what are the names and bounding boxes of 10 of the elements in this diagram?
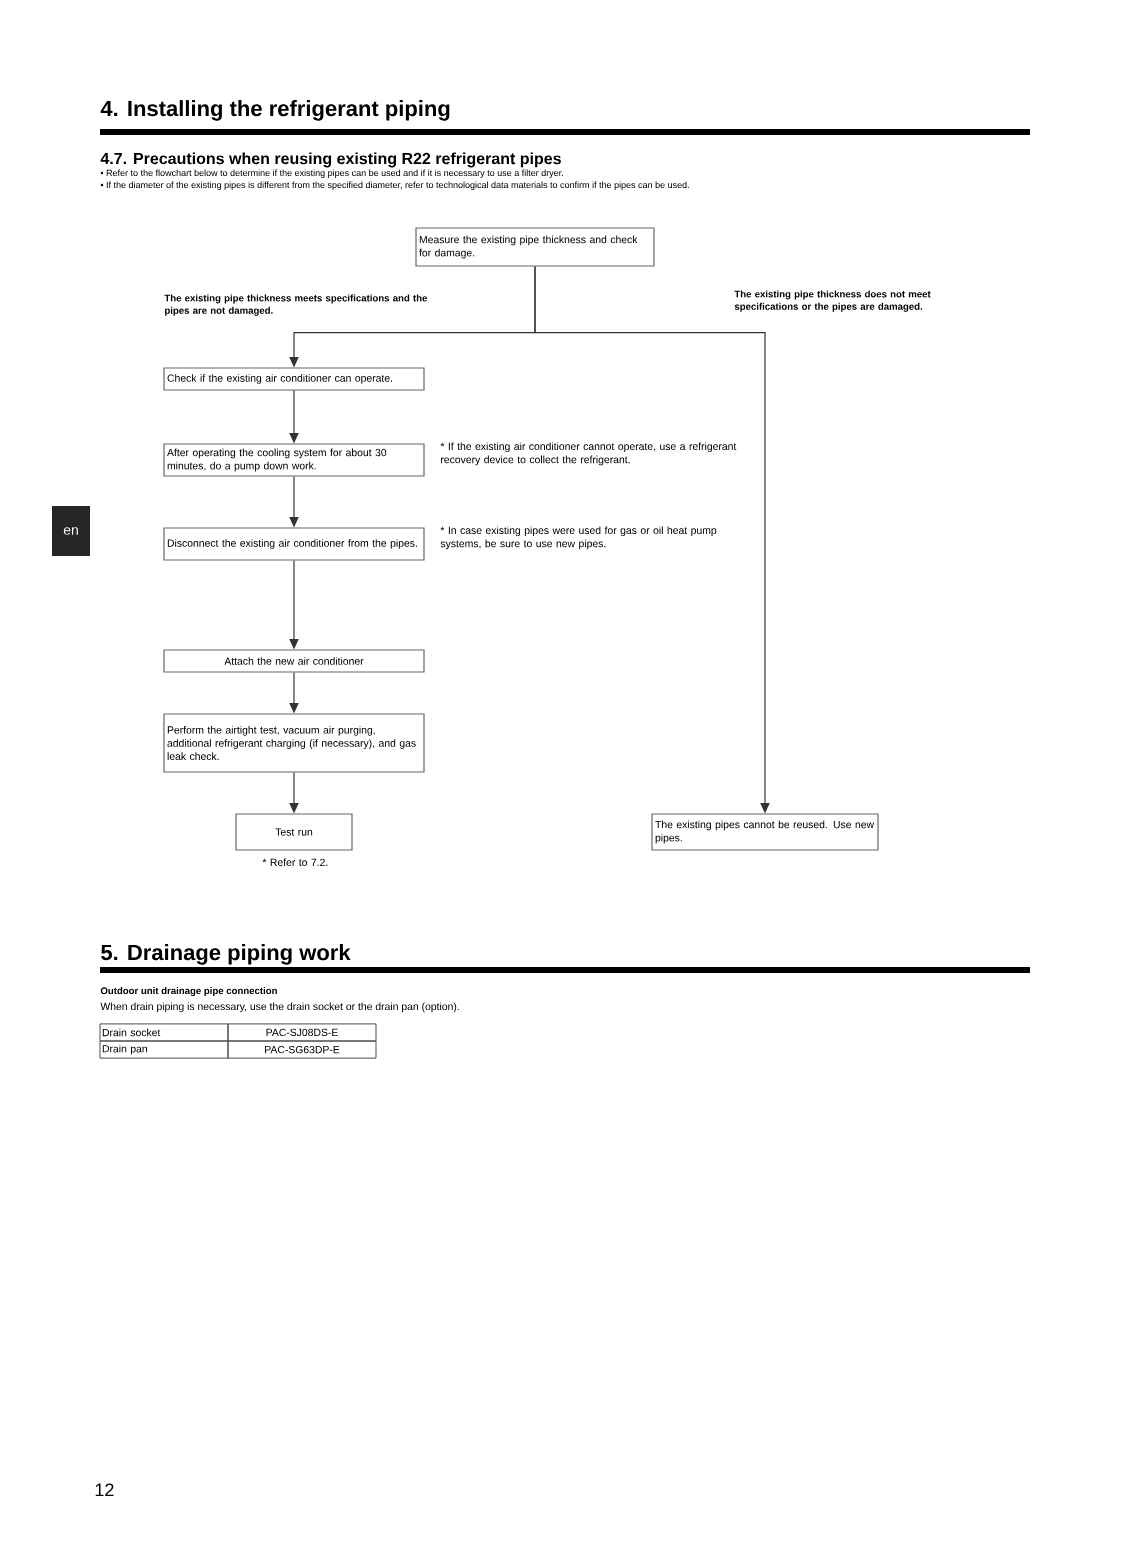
section-heading: 5. Drainage piping work: [101, 944, 351, 965]
arrow: [534, 266, 770, 814]
arrow: [289, 390, 299, 444]
arrow: [289, 672, 299, 714]
arrow: [289, 476, 299, 528]
subsection-heading: 4.7. Precautions when reusing existing R22 refrigerant pipes: [100, 152, 561, 168]
section-heading: 4. Installing the refrigerant piping: [100, 100, 450, 121]
arrow: [289, 772, 299, 814]
arrow: [289, 560, 299, 650]
page-number: 12: [95, 1483, 114, 1496]
